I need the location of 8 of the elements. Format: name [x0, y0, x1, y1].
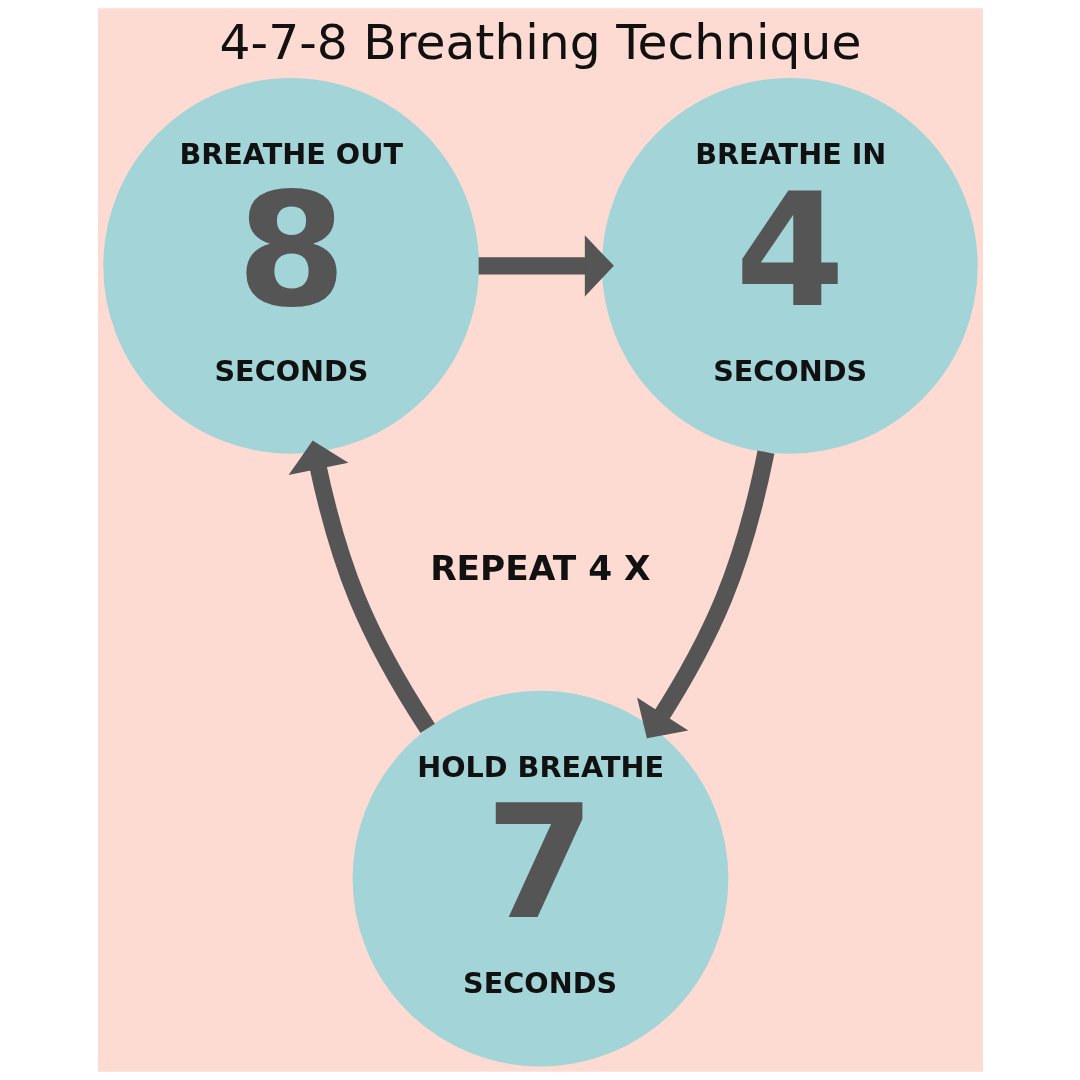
node-circle: BREATHE OUT 8 SECONDS — [102, 77, 479, 454]
arrow — [636, 450, 774, 739]
arrow — [478, 235, 614, 297]
label: REPEAT 4 X — [429, 547, 651, 588]
arrow — [288, 440, 435, 734]
node-circle: BREATHE IN 4 SECONDS — [601, 77, 978, 454]
diagram-title: 4-7-8 Breathing Technique — [219, 13, 861, 70]
node-circle: HOLD BREATHE 7 SECONDS — [352, 690, 728, 1067]
